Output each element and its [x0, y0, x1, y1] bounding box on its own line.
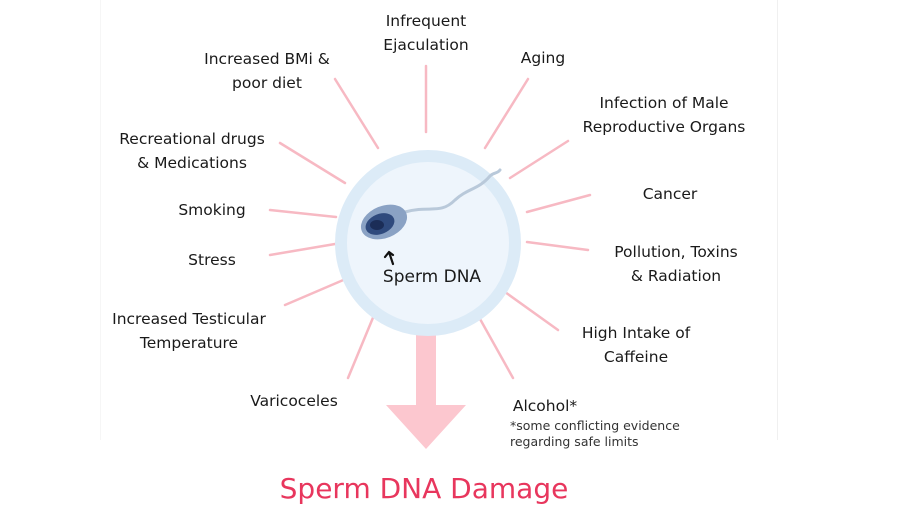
diagram-title: Sperm DNA Damage [279, 472, 569, 505]
ray-varicoceles [346, 306, 379, 380]
factor-bmi: Increased BMi &poor diet [204, 50, 330, 92]
down-arrow [386, 318, 466, 449]
factor-varicoceles: Varicoceles [250, 392, 338, 410]
ray-recreational-drugs [278, 141, 347, 185]
ray-aging [483, 77, 530, 150]
factor-aging: Aging [520, 49, 566, 67]
ray-alcohol [473, 308, 515, 380]
factor-cancer: Cancer [642, 185, 698, 203]
ray-stress [268, 242, 337, 257]
ray-cancer [525, 193, 592, 214]
ray-testicular-temperature [283, 276, 350, 307]
pointer-arrow-icon [383, 250, 395, 266]
ray-infection [508, 139, 570, 180]
factor-smoking: Smoking [178, 201, 246, 219]
diagram-panel [100, 0, 778, 440]
center-label: Sperm DNA [382, 267, 482, 287]
ray-caffeine [503, 290, 560, 332]
factor-recreational-drugs: Recreational drugs& Medications [119, 130, 265, 172]
ray-bmi [333, 77, 380, 150]
factor-stress: Stress [188, 251, 236, 269]
ray-pollution [525, 240, 590, 252]
factor-pollution: Pollution, Toxins& Radiation [614, 243, 738, 285]
ray-smoking [268, 208, 338, 219]
sperm-icon [360, 168, 502, 240]
center-circle [335, 150, 521, 336]
factor-alcohol: Alcohol* [512, 397, 578, 415]
